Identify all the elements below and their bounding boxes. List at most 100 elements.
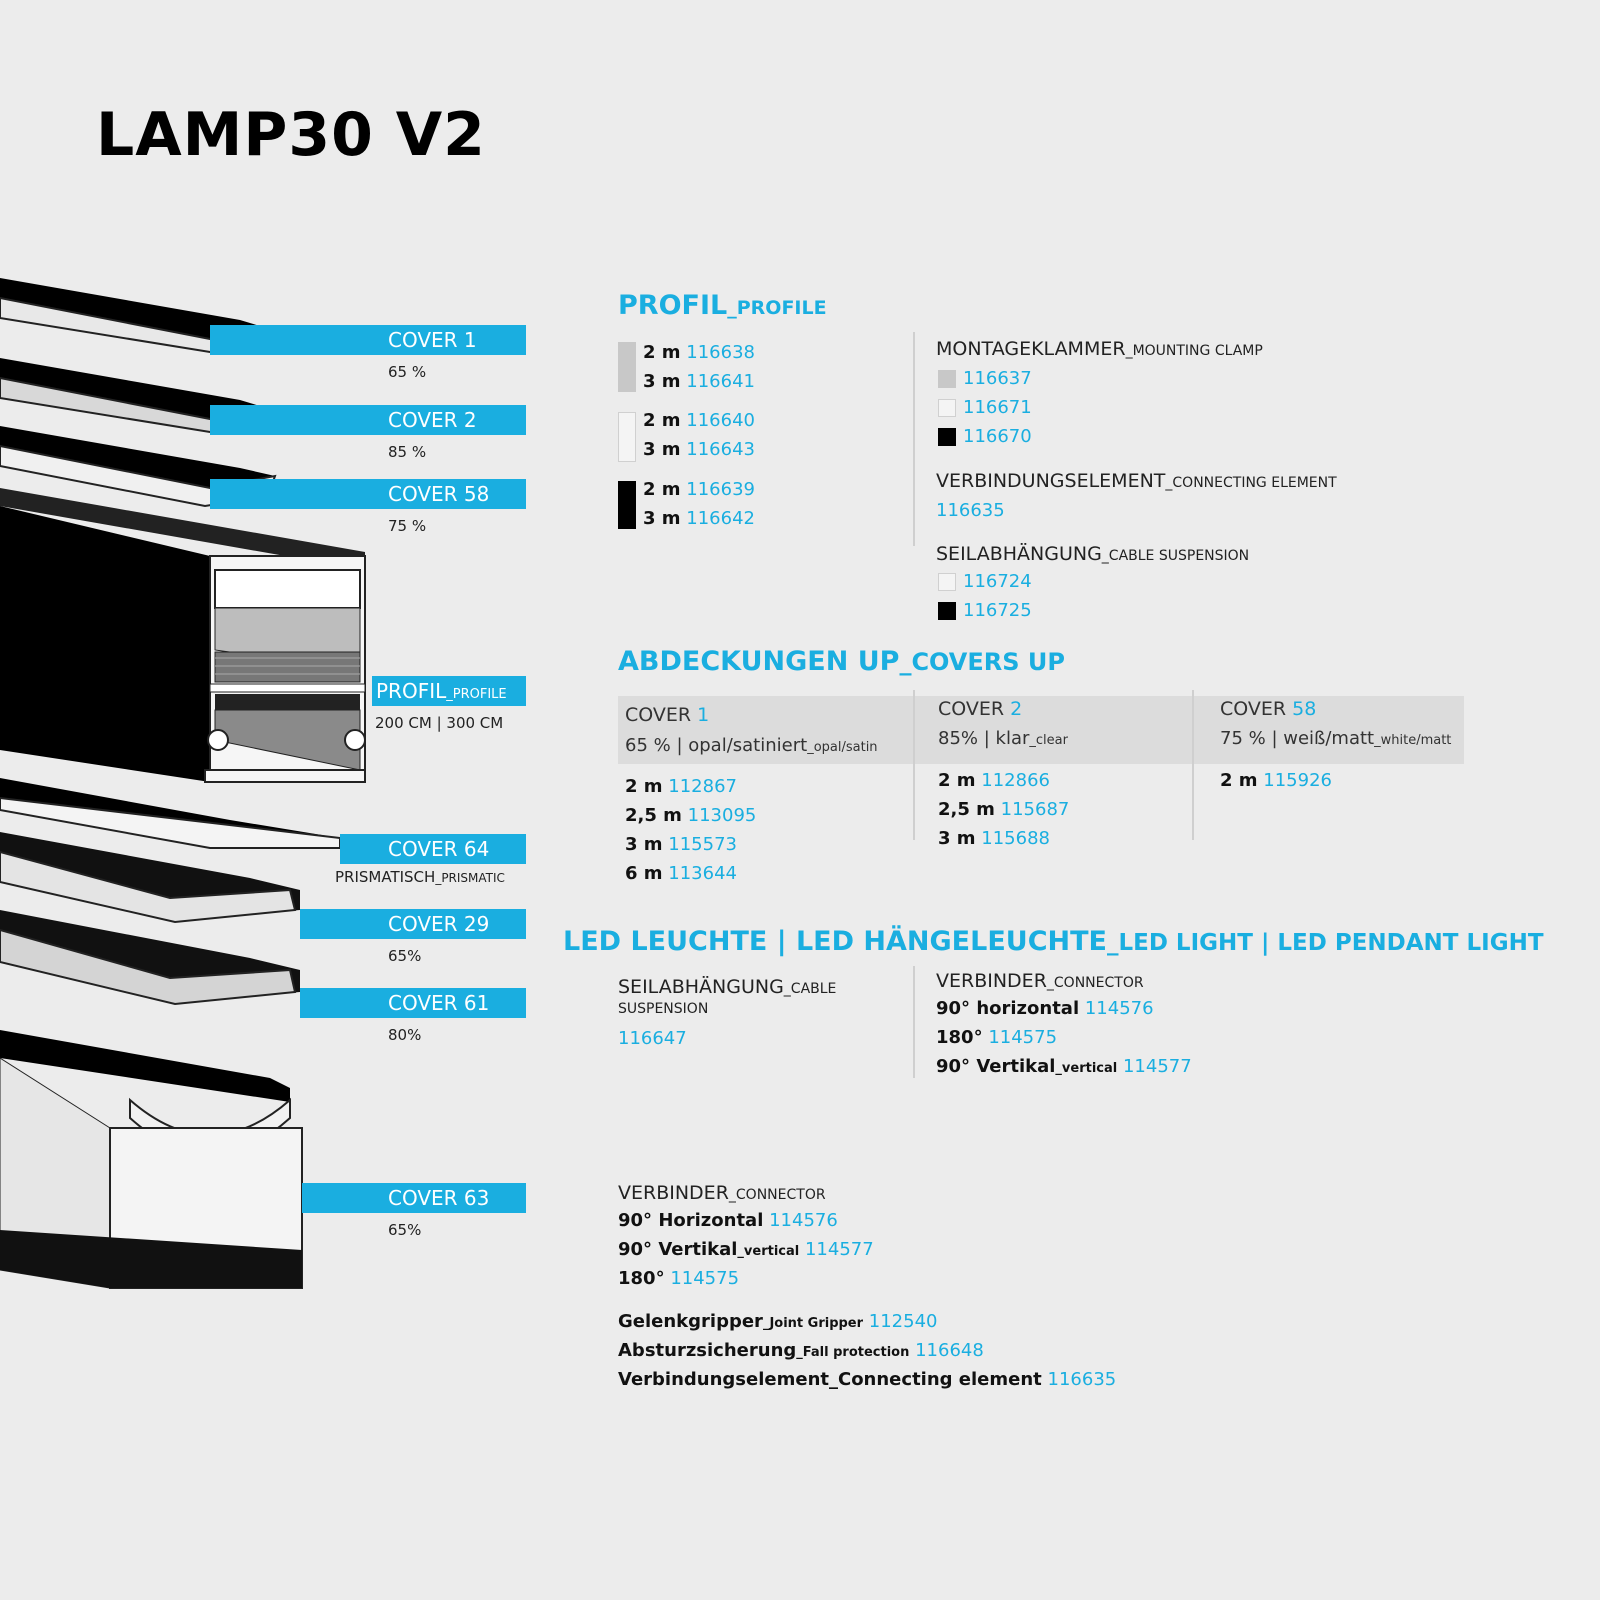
length: 2 m xyxy=(1220,770,1258,791)
connector-row: 180° 114575 xyxy=(936,1027,1057,1048)
cover-desc: 85% | klar xyxy=(938,728,1030,749)
cover-up-row: 2,5 m 115687 xyxy=(938,799,1069,820)
cover-label: COVER xyxy=(938,698,1011,720)
cover-desc-small: _clear xyxy=(1029,733,1068,748)
cover-up-row: 2 m 115926 xyxy=(1220,770,1332,791)
cover-1-percent: 65 % xyxy=(388,363,427,381)
connector-label: 180° xyxy=(618,1268,665,1289)
connector-row: 90° Vertikal_vertical 114577 xyxy=(618,1239,874,1260)
cover-2-label: COVER 2 xyxy=(210,405,526,435)
cover-up-row: 2 m 112867 xyxy=(625,776,737,797)
covers-up-header-band xyxy=(618,696,1464,764)
article-number: 116637 xyxy=(963,368,1032,389)
article-number: 116642 xyxy=(686,508,755,529)
divider xyxy=(913,690,915,840)
length: 2 m xyxy=(643,479,681,500)
connector-label: 90° Vertikal xyxy=(936,1056,1056,1077)
accessory-row: Verbindungselement_Connecting element 11… xyxy=(618,1369,1116,1390)
led-verbinder-heading-small: _CONNECTOR xyxy=(1046,975,1144,991)
profile-illustration xyxy=(0,278,366,1289)
cover-desc-small: _white/matt xyxy=(1374,733,1452,748)
article-number: 112866 xyxy=(981,770,1050,791)
page-title: LAMP30 V2 xyxy=(96,100,486,170)
length: 3 m xyxy=(643,371,681,392)
cover-29-percent: 65% xyxy=(388,947,422,965)
article-number: 114577 xyxy=(804,1239,874,1260)
cover-58-label: COVER 58 xyxy=(210,479,526,509)
led-seil-heading: SEILABHÄNGUNG_CABLE xyxy=(618,976,836,998)
profil-length: 200 CM | 300 CM xyxy=(375,714,504,732)
montage-heading: MONTAGEKLAMMER_MOUNTING CLAMP xyxy=(936,338,1263,360)
cover-desc: 65 % | opal/satiniert xyxy=(625,735,808,756)
article-number: 116641 xyxy=(686,371,755,392)
verbindungselement-heading-small: _CONNECTING ELEMENT xyxy=(1165,475,1337,491)
length: 3 m xyxy=(643,508,681,529)
article-number: 113095 xyxy=(687,805,757,826)
profil-heading: PROFIL_PROFILE xyxy=(618,290,827,321)
covers-up-col-3-title: COVER 58 xyxy=(1220,698,1316,720)
article-number: 116648 xyxy=(915,1340,984,1361)
covers-up-heading: ABDECKUNGEN UP_COVERS UP xyxy=(618,646,1065,677)
article-number: 116635 xyxy=(936,500,1005,521)
divider xyxy=(913,966,915,1078)
swatch-white xyxy=(938,399,956,417)
profil-row: 2 m 116639 xyxy=(643,479,755,500)
cover-desc: 75 % | weiß/matt xyxy=(1220,728,1375,749)
profil-heading-small: _PROFILE xyxy=(727,297,827,319)
covers-up-heading-small: _COVERS UP xyxy=(899,648,1065,676)
led-seil-heading-text: SEILABHÄNGUNG xyxy=(618,976,784,998)
swatch-silver xyxy=(938,370,956,388)
article-number: 116638 xyxy=(686,342,755,363)
montage-heading-text: MONTAGEKLAMMER xyxy=(936,338,1126,360)
cover-1-label: COVER 1 xyxy=(210,325,526,355)
connector-label-small: _vertical xyxy=(737,1244,800,1259)
seil-heading: SEILABHÄNGUNG_CABLE SUSPENSION xyxy=(936,543,1249,565)
led-verbinder-heading: VERBINDER_CONNECTOR xyxy=(936,970,1144,992)
article-number: 116670 xyxy=(963,426,1032,447)
length: 3 m xyxy=(643,439,681,460)
accessory-label-small: _Joint Gripper xyxy=(762,1316,864,1331)
cover-63-label: COVER 63 xyxy=(302,1183,526,1213)
verbindungselement-heading: VERBINDUNGSELEMENT_CONNECTING ELEMENT xyxy=(936,470,1337,492)
cover-63-drawing xyxy=(0,1030,303,1289)
cover-desc-small: _opal/satin xyxy=(807,740,878,755)
cover-up-row: 6 m 113644 xyxy=(625,863,737,884)
cover-2-percent: 85 % xyxy=(388,443,427,461)
swatch-black xyxy=(938,602,956,620)
article-number: 112867 xyxy=(668,776,737,797)
cover-29-drawing xyxy=(0,832,300,924)
cover-up-row: 3 m 115573 xyxy=(625,834,737,855)
cover-64-note: PRISMATISCH_PRISMATIC xyxy=(335,868,505,886)
article-number: 116671 xyxy=(963,397,1032,418)
length: 3 m xyxy=(625,834,663,855)
led-seil-heading-small: _CABLE xyxy=(783,981,837,997)
cover-61-percent: 80% xyxy=(388,1026,422,1044)
connector-row: 90° Vertikal_vertical 114577 xyxy=(936,1056,1192,1077)
covers-up-col-1-desc: 65 % | opal/satiniert_opal/satin xyxy=(625,735,878,756)
length: 2 m xyxy=(625,776,663,797)
covers-up-col-2-title: COVER 2 xyxy=(938,698,1022,720)
article-number: 116640 xyxy=(686,410,755,431)
connector-label: 90° horizontal xyxy=(936,998,1080,1019)
cover-up-row: 2 m 112866 xyxy=(938,770,1050,791)
bottom-verbinder-heading: VERBINDER_CONNECTOR xyxy=(618,1182,826,1204)
accessory-row: Gelenkgripper_Joint Gripper 112540 xyxy=(618,1311,938,1332)
connector-label-small: _vertical xyxy=(1055,1061,1118,1076)
profil-heading-text: PROFIL xyxy=(618,290,728,321)
connector-label: 180° xyxy=(936,1027,983,1048)
divider xyxy=(1192,690,1194,840)
article-number: 112540 xyxy=(868,1311,938,1332)
length: 2 m xyxy=(643,342,681,363)
profil-row: 3 m 116641 xyxy=(643,371,755,392)
led-heading-small: _LED LIGHT | LED PENDANT LIGHT xyxy=(1106,930,1544,956)
verbindungselement-heading-text: VERBINDUNGSELEMENT xyxy=(936,470,1166,492)
cover-61-drawing xyxy=(0,910,300,1006)
accessory-row: Absturzsicherung_Fall protection 116648 xyxy=(618,1340,984,1361)
length: 2,5 m xyxy=(625,805,682,826)
cover-up-row: 3 m 115688 xyxy=(938,828,1050,849)
article-number: 116639 xyxy=(686,479,755,500)
cover-label: COVER xyxy=(625,704,698,726)
covers-up-col-2-desc: 85% | klar_clear xyxy=(938,728,1068,749)
swatch-silver xyxy=(618,342,636,392)
divider xyxy=(913,332,915,546)
